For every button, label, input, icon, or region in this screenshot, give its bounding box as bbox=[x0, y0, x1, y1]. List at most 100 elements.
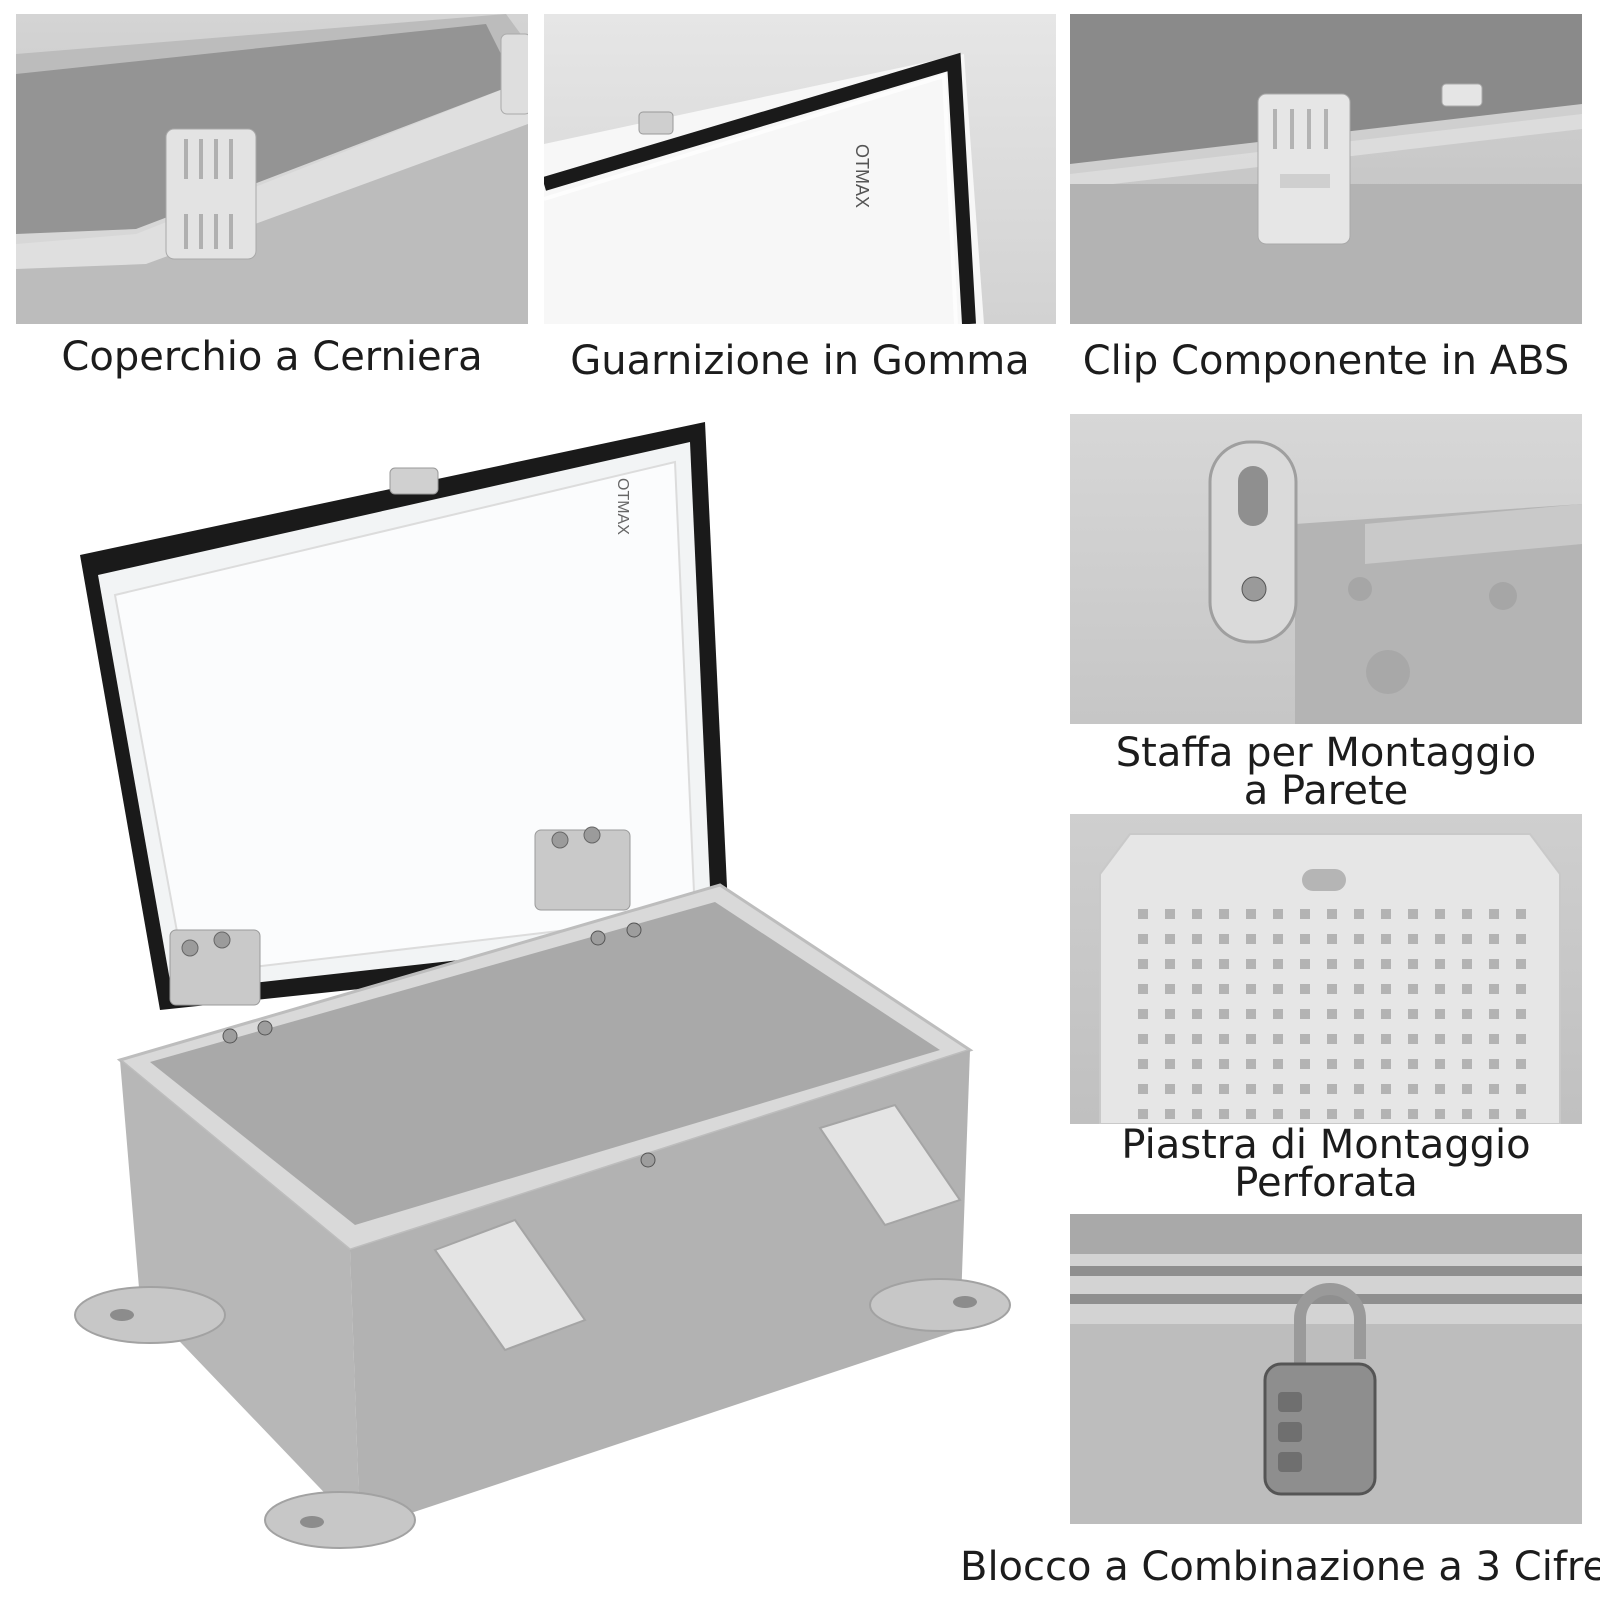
plate-hole bbox=[1246, 959, 1256, 969]
plate-hole bbox=[1381, 1109, 1391, 1119]
plate-hole bbox=[1381, 1084, 1391, 1094]
plate-hole bbox=[1381, 934, 1391, 944]
plate-hole bbox=[1516, 1059, 1526, 1069]
plate-hole bbox=[1408, 909, 1418, 919]
plate-hole bbox=[1435, 959, 1445, 969]
plate-hole bbox=[1489, 984, 1499, 994]
lid-brand-mark: OTMAX bbox=[614, 478, 631, 535]
plate-hole bbox=[1489, 1084, 1499, 1094]
plate-hole bbox=[1273, 959, 1283, 969]
perforated-plate-icon bbox=[1099, 833, 1561, 1124]
plate-hole bbox=[1408, 984, 1418, 994]
plate-hole bbox=[1246, 1109, 1256, 1119]
caption-line: Clip Componente in ABS bbox=[1082, 338, 1570, 384]
plate-hole bbox=[1246, 909, 1256, 919]
plate-hole bbox=[1327, 1034, 1337, 1044]
padlock-icon bbox=[1070, 1214, 1582, 1524]
plate-hole bbox=[1435, 1109, 1445, 1119]
plate-hole bbox=[1381, 909, 1391, 919]
plate-hole bbox=[1327, 1084, 1337, 1094]
plate-hole bbox=[1516, 1009, 1526, 1019]
plate-hole bbox=[1219, 959, 1229, 969]
gasket-icon: OTMAX bbox=[544, 52, 984, 324]
caption-wall-bracket: Staffa per Montaggio a Parete bbox=[1070, 730, 1582, 811]
plate-hole bbox=[1192, 1059, 1202, 1069]
plate-hole bbox=[1273, 1109, 1283, 1119]
plate-hole bbox=[1138, 984, 1148, 994]
plate-hole bbox=[1273, 909, 1283, 919]
plate-hole bbox=[1462, 1109, 1472, 1119]
plate-hole bbox=[1435, 984, 1445, 994]
plate-hole bbox=[1138, 1034, 1148, 1044]
plate-hole bbox=[1300, 1059, 1310, 1069]
plate-hole bbox=[1300, 934, 1310, 944]
rubber-gasket-photo: OTMAX bbox=[544, 14, 1056, 324]
caption-combination-lock: Blocco a Combinazione a 3 Cifre bbox=[960, 1547, 1600, 1587]
plate-hole bbox=[1246, 934, 1256, 944]
plate-hole bbox=[1300, 1009, 1310, 1019]
plate-hole bbox=[1273, 1084, 1283, 1094]
plate-hole bbox=[1192, 1034, 1202, 1044]
plate-hole bbox=[1489, 1059, 1499, 1069]
wall-bracket-photo bbox=[1070, 414, 1582, 724]
plate-hole bbox=[1219, 1034, 1229, 1044]
plate-hole bbox=[1489, 909, 1499, 919]
mounting-bracket-icon bbox=[1208, 440, 1582, 724]
plate-hole bbox=[1489, 1009, 1499, 1019]
hinge-icon bbox=[16, 14, 528, 324]
plate-hole bbox=[1516, 909, 1526, 919]
plate-hole bbox=[1192, 1084, 1202, 1094]
plate-hole bbox=[1408, 1109, 1418, 1119]
plate-hole bbox=[1408, 959, 1418, 969]
plate-hole bbox=[1462, 984, 1472, 994]
plate-hole bbox=[1489, 959, 1499, 969]
plate-hole bbox=[1300, 959, 1310, 969]
plate-hole bbox=[1273, 1009, 1283, 1019]
plate-hole bbox=[1219, 984, 1229, 994]
plate-hole bbox=[1408, 1009, 1418, 1019]
plate-hole bbox=[1165, 984, 1175, 994]
plate-hole bbox=[1381, 984, 1391, 994]
caption-line: Guarnizione in Gomma bbox=[570, 338, 1030, 384]
plate-hole bbox=[1354, 1009, 1364, 1019]
abs-clip-photo bbox=[1070, 14, 1582, 324]
plate-hole bbox=[1327, 959, 1337, 969]
plate-hole bbox=[1516, 1034, 1526, 1044]
plate-hole bbox=[1462, 909, 1472, 919]
plate-hole bbox=[1273, 1034, 1283, 1044]
plate-hole bbox=[1408, 934, 1418, 944]
plate-hole bbox=[1516, 984, 1526, 994]
plate-hole bbox=[1246, 1059, 1256, 1069]
plate-hole bbox=[1273, 984, 1283, 994]
caption-line: Piastra di Montaggio bbox=[1121, 1122, 1531, 1168]
plate-hole bbox=[1381, 959, 1391, 969]
plate-hole bbox=[1435, 934, 1445, 944]
caption-line: Staffa per Montaggio bbox=[1115, 730, 1537, 776]
plate-hole bbox=[1219, 909, 1229, 919]
plate-hole bbox=[1462, 959, 1472, 969]
plate-hole bbox=[1462, 1084, 1472, 1094]
plate-hole bbox=[1327, 1059, 1337, 1069]
plate-hole bbox=[1489, 1109, 1499, 1119]
caption-rubber-gasket: Guarnizione in Gomma bbox=[544, 338, 1056, 384]
plate-hole bbox=[1273, 934, 1283, 944]
plate-hole bbox=[1327, 984, 1337, 994]
plate-hole bbox=[1300, 1084, 1310, 1094]
plate-hole bbox=[1165, 1109, 1175, 1119]
plate-hole bbox=[1246, 984, 1256, 994]
plate-hole bbox=[1354, 909, 1364, 919]
plate-hole bbox=[1435, 1034, 1445, 1044]
plate-hole bbox=[1219, 1109, 1229, 1119]
plate-hole bbox=[1138, 1084, 1148, 1094]
plate-hole bbox=[1273, 1059, 1283, 1069]
plate-hole bbox=[1165, 934, 1175, 944]
plate-hole bbox=[1246, 1084, 1256, 1094]
caption-line: Coperchio a Cerniera bbox=[61, 334, 483, 380]
latch-clip-icon bbox=[1070, 14, 1582, 324]
hinged-lid-photo bbox=[16, 14, 528, 324]
plate-hole bbox=[1138, 1109, 1148, 1119]
plate-hole bbox=[1327, 1109, 1337, 1119]
plate-hole bbox=[1354, 1059, 1364, 1069]
plate-hole bbox=[1219, 934, 1229, 944]
plate-hole bbox=[1354, 934, 1364, 944]
